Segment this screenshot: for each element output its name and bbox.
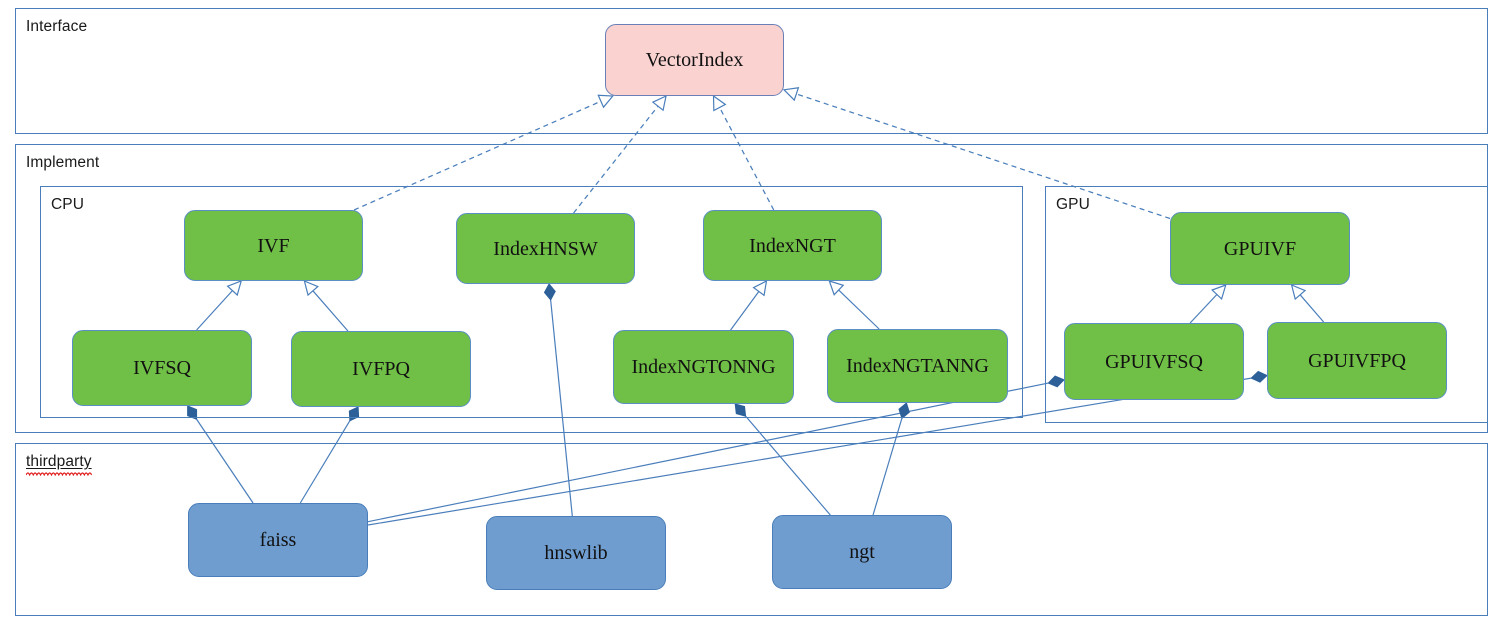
package-thirdparty xyxy=(15,443,1488,616)
package-interface xyxy=(15,8,1488,134)
class-node-gpuivfsq[interactable]: GPUIVFSQ xyxy=(1064,323,1244,400)
package-cpu xyxy=(40,186,1023,418)
class-node-ngt[interactable]: ngt xyxy=(772,515,952,589)
package-label-interface: Interface xyxy=(26,18,88,35)
class-node-vectorindex[interactable]: VectorIndex xyxy=(605,24,784,96)
class-node-indexngt[interactable]: IndexNGT xyxy=(703,210,882,281)
class-node-indexhnsw[interactable]: IndexHNSW xyxy=(456,213,635,284)
class-node-ivf[interactable]: IVF xyxy=(184,210,363,281)
class-node-indexngtonng[interactable]: IndexNGTONNG xyxy=(613,330,794,404)
class-node-ivfpq[interactable]: IVFPQ xyxy=(291,331,471,407)
class-node-hnswlib[interactable]: hnswlib xyxy=(486,516,666,590)
package-gpu xyxy=(1045,186,1488,423)
class-node-indexngtanng[interactable]: IndexNGTANNG xyxy=(827,329,1008,403)
class-node-gpuivf[interactable]: GPUIVF xyxy=(1170,212,1350,285)
package-label-thirdparty: thirdparty xyxy=(26,453,92,476)
class-node-ivfsq[interactable]: IVFSQ xyxy=(72,330,252,406)
class-node-gpuivfpq[interactable]: GPUIVFPQ xyxy=(1267,322,1447,399)
package-label-cpu: CPU xyxy=(51,196,85,213)
class-node-faiss[interactable]: faiss xyxy=(188,503,368,577)
package-label-gpu: GPU xyxy=(1056,196,1090,213)
package-label-implement: Implement xyxy=(26,154,100,171)
